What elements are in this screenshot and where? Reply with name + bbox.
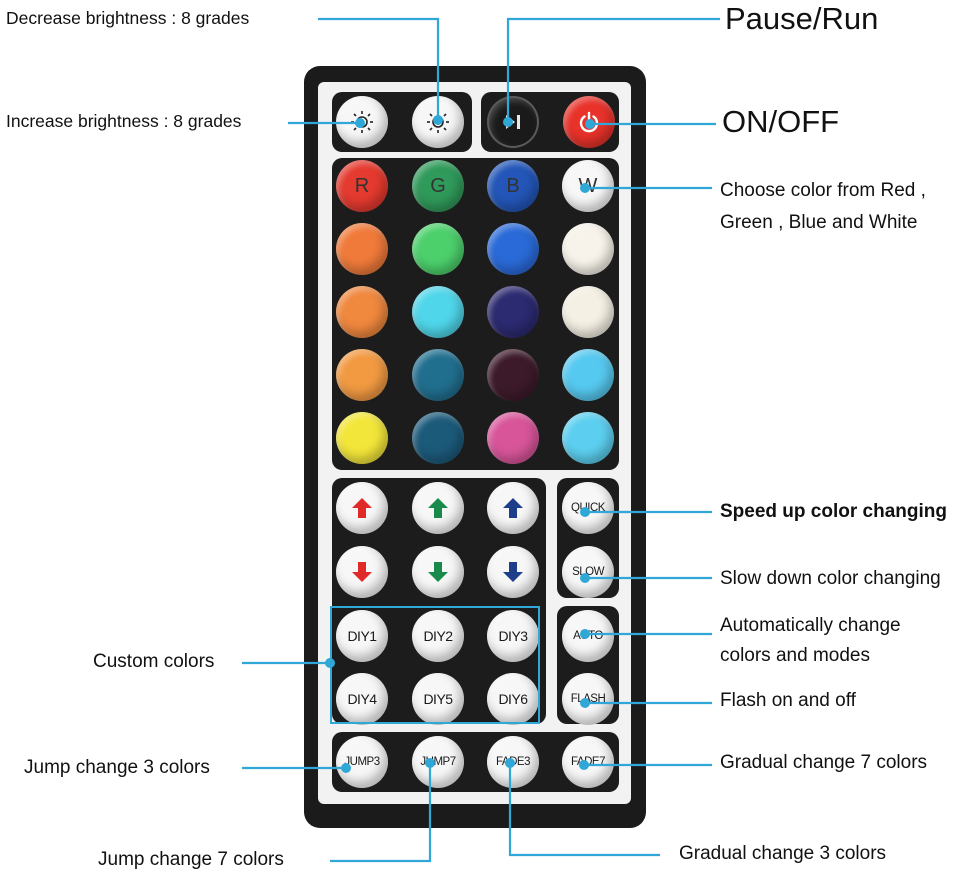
annotation-decrease: Decrease brightness : 8 grades — [6, 8, 250, 28]
diy1-button[interactable]: DIY1 — [336, 610, 388, 662]
arrow-up-icon — [428, 498, 448, 518]
annotation-slow-down: Slow down color changing — [720, 568, 941, 589]
color-button-r3-c2[interactable] — [412, 286, 464, 338]
diy6-button[interactable]: DIY6 — [487, 673, 539, 725]
diy2-button[interactable]: DIY2 — [412, 610, 464, 662]
color-button-r2-c1[interactable] — [336, 223, 388, 275]
color-button-r5-c4[interactable] — [562, 412, 614, 464]
annotation-on-off: ON/OFF — [722, 104, 840, 139]
leader-fade3 — [508, 763, 660, 857]
color-button-r4-c3[interactable] — [487, 349, 539, 401]
arrow-up-green-button[interactable] — [412, 482, 464, 534]
jump3-button[interactable]: JUMP3 — [336, 736, 388, 788]
arrow-up-icon — [352, 498, 372, 518]
annotation-custom: Custom colors — [93, 651, 215, 672]
annotation-gradual7: Gradual change 7 colors — [720, 752, 928, 773]
color-blue-button[interactable]: B — [487, 160, 539, 212]
annotation-choose-line1: Choose color from Red , — [720, 180, 926, 201]
color-button-r3-c3[interactable] — [487, 286, 539, 338]
arrow-down-red-button[interactable] — [336, 546, 388, 598]
leader-decrease — [318, 17, 440, 120]
diy5-button[interactable]: DIY5 — [412, 673, 464, 725]
diy1-label: DIY1 — [347, 628, 377, 644]
color-button-r3-c1[interactable] — [336, 286, 388, 338]
color-letter-blue: B — [506, 174, 520, 197]
color-button-r4-c4[interactable] — [562, 349, 614, 401]
diy4-label: DIY4 — [347, 691, 377, 707]
arrow-down-blue-button[interactable] — [487, 546, 539, 598]
diy4-button[interactable]: DIY4 — [336, 673, 388, 725]
leader-pause — [506, 17, 720, 122]
color-letter-red: R — [354, 174, 370, 197]
diy3-button[interactable]: DIY3 — [487, 610, 539, 662]
annotation-speed-up: Speed up color changing — [720, 501, 947, 522]
annotation-auto-line1: Automatically change — [720, 615, 901, 636]
color-button-r5-c3[interactable] — [487, 412, 539, 464]
diy2-label: DIY2 — [423, 628, 453, 644]
color-button-r2-c3[interactable] — [487, 223, 539, 275]
color-button-r4-c2[interactable] — [412, 349, 464, 401]
color-green-button[interactable]: G — [412, 160, 464, 212]
annotation-gradual3: Gradual change 3 colors — [679, 843, 887, 864]
arrow-down-green-button[interactable] — [412, 546, 464, 598]
color-button-r3-c4[interactable] — [562, 286, 614, 338]
slow-button[interactable]: SLOW — [562, 546, 614, 598]
arrow-up-red-button[interactable] — [336, 482, 388, 534]
color-button-r4-c1[interactable] — [336, 349, 388, 401]
arrow-down-icon — [428, 562, 448, 582]
annotation-jump3: Jump change 3 colors — [24, 757, 210, 778]
jump7-button[interactable]: JUMP7 — [412, 736, 464, 788]
annotation-jump7: Jump change 7 colors — [98, 849, 284, 870]
color-red-button[interactable]: R — [336, 160, 388, 212]
leader-jump7 — [330, 763, 432, 863]
slow-label: SLOW — [572, 566, 604, 578]
arrow-down-icon — [352, 562, 372, 582]
annotation-increase: Increase brightness : 8 grades — [6, 111, 242, 131]
color-button-r2-c4[interactable] — [562, 223, 614, 275]
annotation-choose-line2: Green , Blue and White — [720, 212, 918, 233]
diy6-label: DIY6 — [498, 691, 528, 707]
annotation-auto-line2: colors and modes — [720, 645, 870, 666]
diy5-label: DIY5 — [423, 691, 453, 707]
diy3-label: DIY3 — [498, 628, 528, 644]
jump3-label: JUMP3 — [344, 756, 380, 768]
color-button-r2-c2[interactable] — [412, 223, 464, 275]
arrow-up-icon — [503, 498, 523, 518]
color-letter-green: G — [430, 174, 446, 197]
arrow-up-blue-button[interactable] — [487, 482, 539, 534]
color-button-r5-c2[interactable] — [412, 412, 464, 464]
annotation-flash: Flash on and off — [720, 690, 856, 711]
annotation-pause-run: Pause/Run — [725, 1, 879, 36]
arrow-down-icon — [503, 562, 523, 582]
color-button-r5-c1[interactable] — [336, 412, 388, 464]
